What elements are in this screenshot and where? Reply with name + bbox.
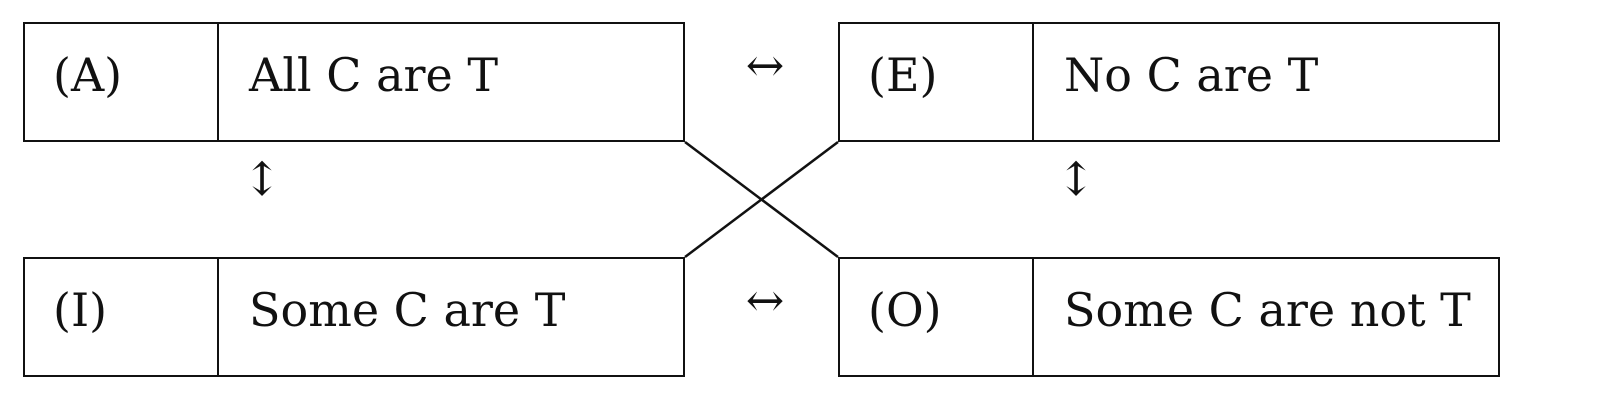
proposition-code-o: (O) xyxy=(840,259,1034,375)
double-arrow-vertical-icon: ↕ xyxy=(242,152,282,206)
proposition-box-a: (A) All C are T xyxy=(23,22,685,142)
proposition-statement-e: No C are T xyxy=(1064,48,1319,102)
double-arrow-horizontal-icon: ↔ xyxy=(745,273,785,327)
double-arrow-vertical-icon: ↕ xyxy=(1056,152,1096,206)
proposition-code-i: (I) xyxy=(25,259,219,375)
proposition-code-e: (E) xyxy=(840,24,1034,140)
double-arrow-horizontal-icon: ↔ xyxy=(745,38,785,92)
diagonal-a-to-o xyxy=(684,141,839,258)
proposition-statement-a: All C are T xyxy=(249,48,499,102)
proposition-box-i: (I) Some C are T xyxy=(23,257,685,377)
proposition-code-a: (A) xyxy=(25,24,219,140)
diagonal-e-to-i xyxy=(684,141,839,258)
proposition-statement-o: Some C are not T xyxy=(1064,283,1471,337)
proposition-box-o: (O) Some C are not T xyxy=(838,257,1500,377)
proposition-statement-i: Some C are T xyxy=(249,283,566,337)
proposition-box-e: (E) No C are T xyxy=(838,22,1500,142)
